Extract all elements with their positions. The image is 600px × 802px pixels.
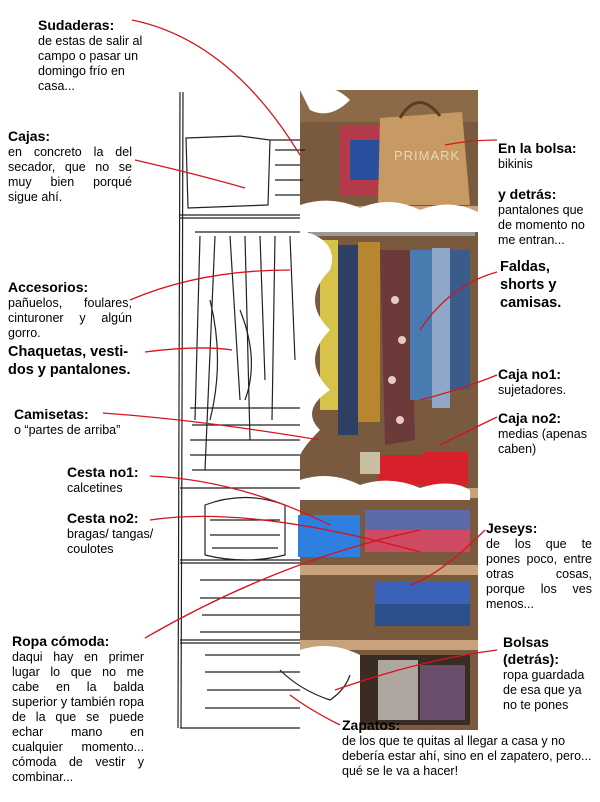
label-cajas-text: en concreto la del secador, que no se mu… xyxy=(8,145,132,204)
shopping-bag: PRIMARK xyxy=(378,101,470,205)
label-caja2-text: medias (apenas caben) xyxy=(498,427,587,456)
label-jerseys-title: Jeseys: xyxy=(486,520,538,536)
label-faldas-title: Faldas, shorts y camisas. xyxy=(500,259,562,311)
label-caja2: Caja no2: medias (apenas caben) xyxy=(498,410,594,457)
label-cajas-title: Cajas: xyxy=(8,128,51,144)
label-y-detras-text: pantalones que de momento no me entran..… xyxy=(498,203,585,247)
label-faldas: Faldas, shorts y camisas. xyxy=(500,258,590,312)
label-zapatos-text: de los que te quitas al llegar a casa y … xyxy=(342,734,592,778)
label-en-la-bolsa-title: En la bolsa: xyxy=(498,140,577,156)
wardrobe-photo: PRIMARK xyxy=(298,90,478,730)
annotation-lines xyxy=(102,19,498,726)
label-zapatos-title: Zapatos: xyxy=(342,717,401,733)
label-accesorios-text: pañuelos, foulares, cinturoner y algún g… xyxy=(8,296,132,340)
label-chaquetas-title: Chaquetas, vesti-dos y pantalones. xyxy=(8,344,131,378)
label-sudaderas-text: de estas de salir al campo o pasar un do… xyxy=(38,34,143,93)
label-jerseys-text: de los que te pones poco, entre otras co… xyxy=(486,537,592,611)
red-boxes xyxy=(360,452,468,485)
label-cesta1: Cesta no1: calcetines xyxy=(67,464,177,496)
label-sudaderas: Sudaderas: de estas de salir al campo o … xyxy=(38,17,158,94)
bag-brand-text: PRIMARK xyxy=(394,148,460,163)
sketch-photo-blend xyxy=(297,86,478,730)
label-sudaderas-title: Sudaderas: xyxy=(38,17,115,33)
label-cajas: Cajas: en concreto la del secador, que n… xyxy=(8,128,132,205)
label-bolsas-title: Bolsas (detrás): xyxy=(503,634,560,667)
label-caja1-text: sujetadores. xyxy=(498,383,567,397)
label-bolsas-text: ropa guardada de esa que ya no te pones xyxy=(503,668,585,712)
label-jerseys: Jeseys: de los que te pones poco, entre … xyxy=(486,520,592,612)
label-chaquetas: Chaquetas, vesti-dos y pantalones. xyxy=(8,343,144,379)
label-en-la-bolsa: En la bolsa: bikinis xyxy=(498,140,594,172)
label-y-detras: y detrás: pantalones que de momento no m… xyxy=(498,186,594,248)
label-accesorios-title: Accesorios: xyxy=(8,279,89,295)
label-caja1: Caja no1: sujetadores. xyxy=(498,366,594,398)
label-camisetas-title: Camisetas: xyxy=(14,406,89,422)
label-camisetas: Camisetas: o “partes de arriba” xyxy=(14,406,154,438)
label-ropa-comoda: Ropa cómoda: daqui hay en primer lugar l… xyxy=(12,633,144,785)
wardrobe-sketch xyxy=(177,91,351,729)
label-cesta2-text: bragas/ tangas/ coulotes xyxy=(67,527,154,556)
label-cesta2: Cesta no2: bragas/ tangas/ coulotes xyxy=(67,510,179,557)
label-zapatos: Zapatos: de los que te quitas al llegar … xyxy=(342,717,592,779)
label-ropa-comoda-title: Ropa cómoda: xyxy=(12,633,110,649)
label-camisetas-text: o “partes de arriba” xyxy=(14,423,121,437)
label-caja2-title: Caja no2: xyxy=(498,410,562,426)
label-ropa-comoda-text: daqui hay en primer lugar lo que no me c… xyxy=(12,650,144,784)
label-y-detras-title: y detrás: xyxy=(498,186,557,202)
label-cesta1-text: calcetines xyxy=(67,481,123,495)
label-bolsas: Bolsas (detrás): ropa guardada de esa qu… xyxy=(503,634,597,713)
label-accesorios: Accesorios: pañuelos, foulares, cinturon… xyxy=(8,279,132,341)
label-cesta2-title: Cesta no2: xyxy=(67,510,139,526)
label-en-la-bolsa-text: bikinis xyxy=(498,157,533,171)
label-cesta1-title: Cesta no1: xyxy=(67,464,139,480)
label-caja1-title: Caja no1: xyxy=(498,366,562,382)
